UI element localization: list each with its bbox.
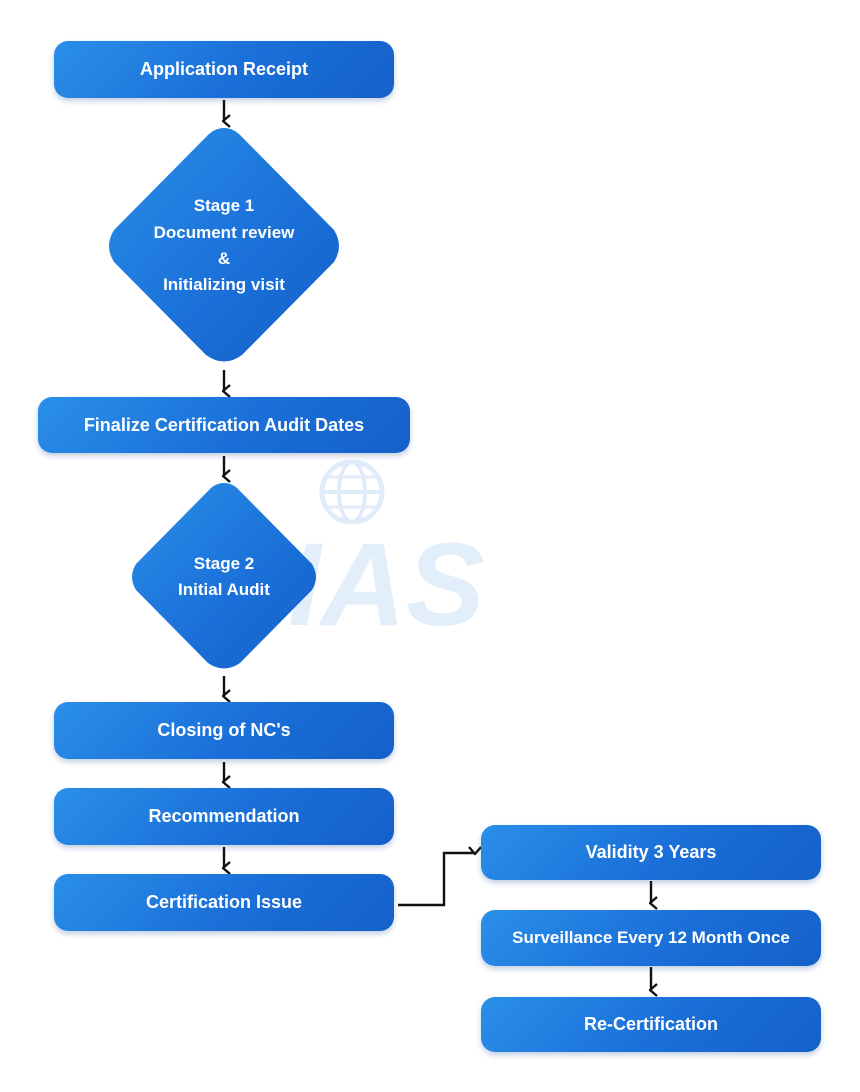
closing-ncs-step: Closing of NC's bbox=[54, 702, 394, 759]
finalize-audit-dates-label: Finalize Certification Audit Dates bbox=[83, 414, 365, 435]
stage1-diamond-shape bbox=[109, 128, 339, 362]
closing-ncs-label: Closing of NC's bbox=[157, 720, 291, 741]
recommendation-step: Recommendation bbox=[54, 788, 394, 845]
stage1-title: Stage 1 bbox=[193, 196, 255, 216]
surveillance-label: Surveillance Every 12 Month Once bbox=[512, 928, 790, 948]
recertification-label: Re-Certification bbox=[583, 1014, 718, 1035]
recommendation-label: Recommendation bbox=[148, 806, 300, 827]
stage1-initializing-visit: Initializing visit bbox=[163, 275, 285, 295]
application-receipt-step: Application Receipt bbox=[54, 41, 394, 98]
finalize-audit-dates-step: Finalize Certification Audit Dates bbox=[38, 397, 410, 453]
stage2-title: Stage 2 bbox=[193, 553, 255, 573]
stage1-decision: Stage 1 Document review & Initializing v… bbox=[100, 124, 348, 368]
stage2-decision: Stage 2 Initial Audit bbox=[124, 480, 324, 674]
surveillance-step: Surveillance Every 12 Month Once bbox=[481, 910, 821, 966]
validity-label: Validity 3 Years bbox=[585, 842, 717, 863]
stage1-ampersand: & bbox=[217, 249, 231, 268]
stage2-initial-audit: Initial Audit bbox=[178, 580, 270, 599]
certification-issue-step: Certification Issue bbox=[54, 874, 394, 931]
stage1-document-review: Document review bbox=[153, 222, 295, 242]
stage2-diamond-shape bbox=[132, 483, 316, 669]
certification-issue-label: Certification Issue bbox=[145, 892, 303, 913]
recertification-step: Re-Certification bbox=[481, 997, 821, 1052]
validity-step: Validity 3 Years bbox=[481, 825, 821, 880]
application-receipt-label: Application Receipt bbox=[139, 59, 309, 80]
arrow-issue-to-validity bbox=[398, 846, 482, 907]
